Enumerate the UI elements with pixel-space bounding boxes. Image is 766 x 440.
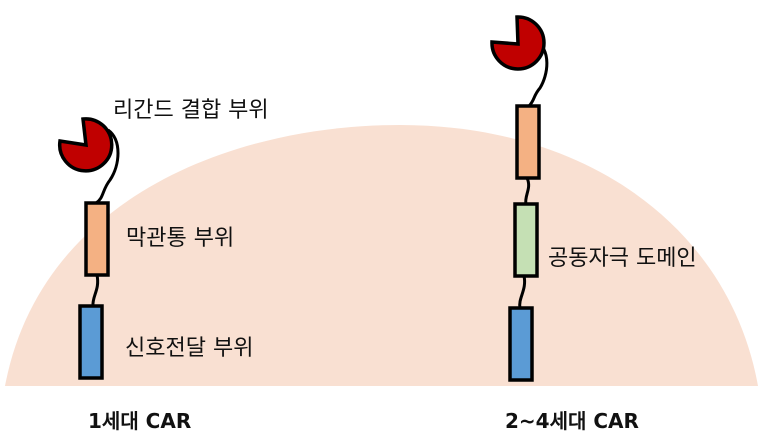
first-gen-linker-top (95, 128, 120, 205)
later-gen-linker-top (527, 38, 549, 108)
first-gen-car (57, 117, 120, 380)
later-gen-linker-middle (524, 177, 531, 205)
label-transmembrane-site: 막관통 부위 (126, 226, 234, 251)
label-costimulatory-domain: 공동자극 도메인 (548, 246, 697, 271)
later-gen-transmembrane-domain (515, 104, 541, 180)
later-gen-car (490, 15, 549, 382)
cell-membrane-dome (5, 125, 758, 386)
first-gen-linker-bottom (91, 274, 100, 307)
later-gen-linker-bottom (518, 275, 527, 309)
later-gen-costimulatory-domain (513, 202, 539, 278)
first-gen-ligand-binding-domain (57, 117, 114, 173)
label-signaling-site: 신호전달 부위 (125, 336, 253, 361)
later-gen-ligand-binding-domain (490, 15, 546, 71)
later-gen-signaling-domain (508, 306, 534, 382)
first-gen-transmembrane-domain (84, 201, 110, 277)
caption-first-gen: 1세대 CAR (88, 409, 191, 433)
first-gen-signaling-domain (78, 304, 104, 380)
label-ligand-binding-site: 리간드 결합 부위 (113, 98, 269, 123)
caption-later-gen: 2~4세대 CAR (505, 409, 639, 433)
